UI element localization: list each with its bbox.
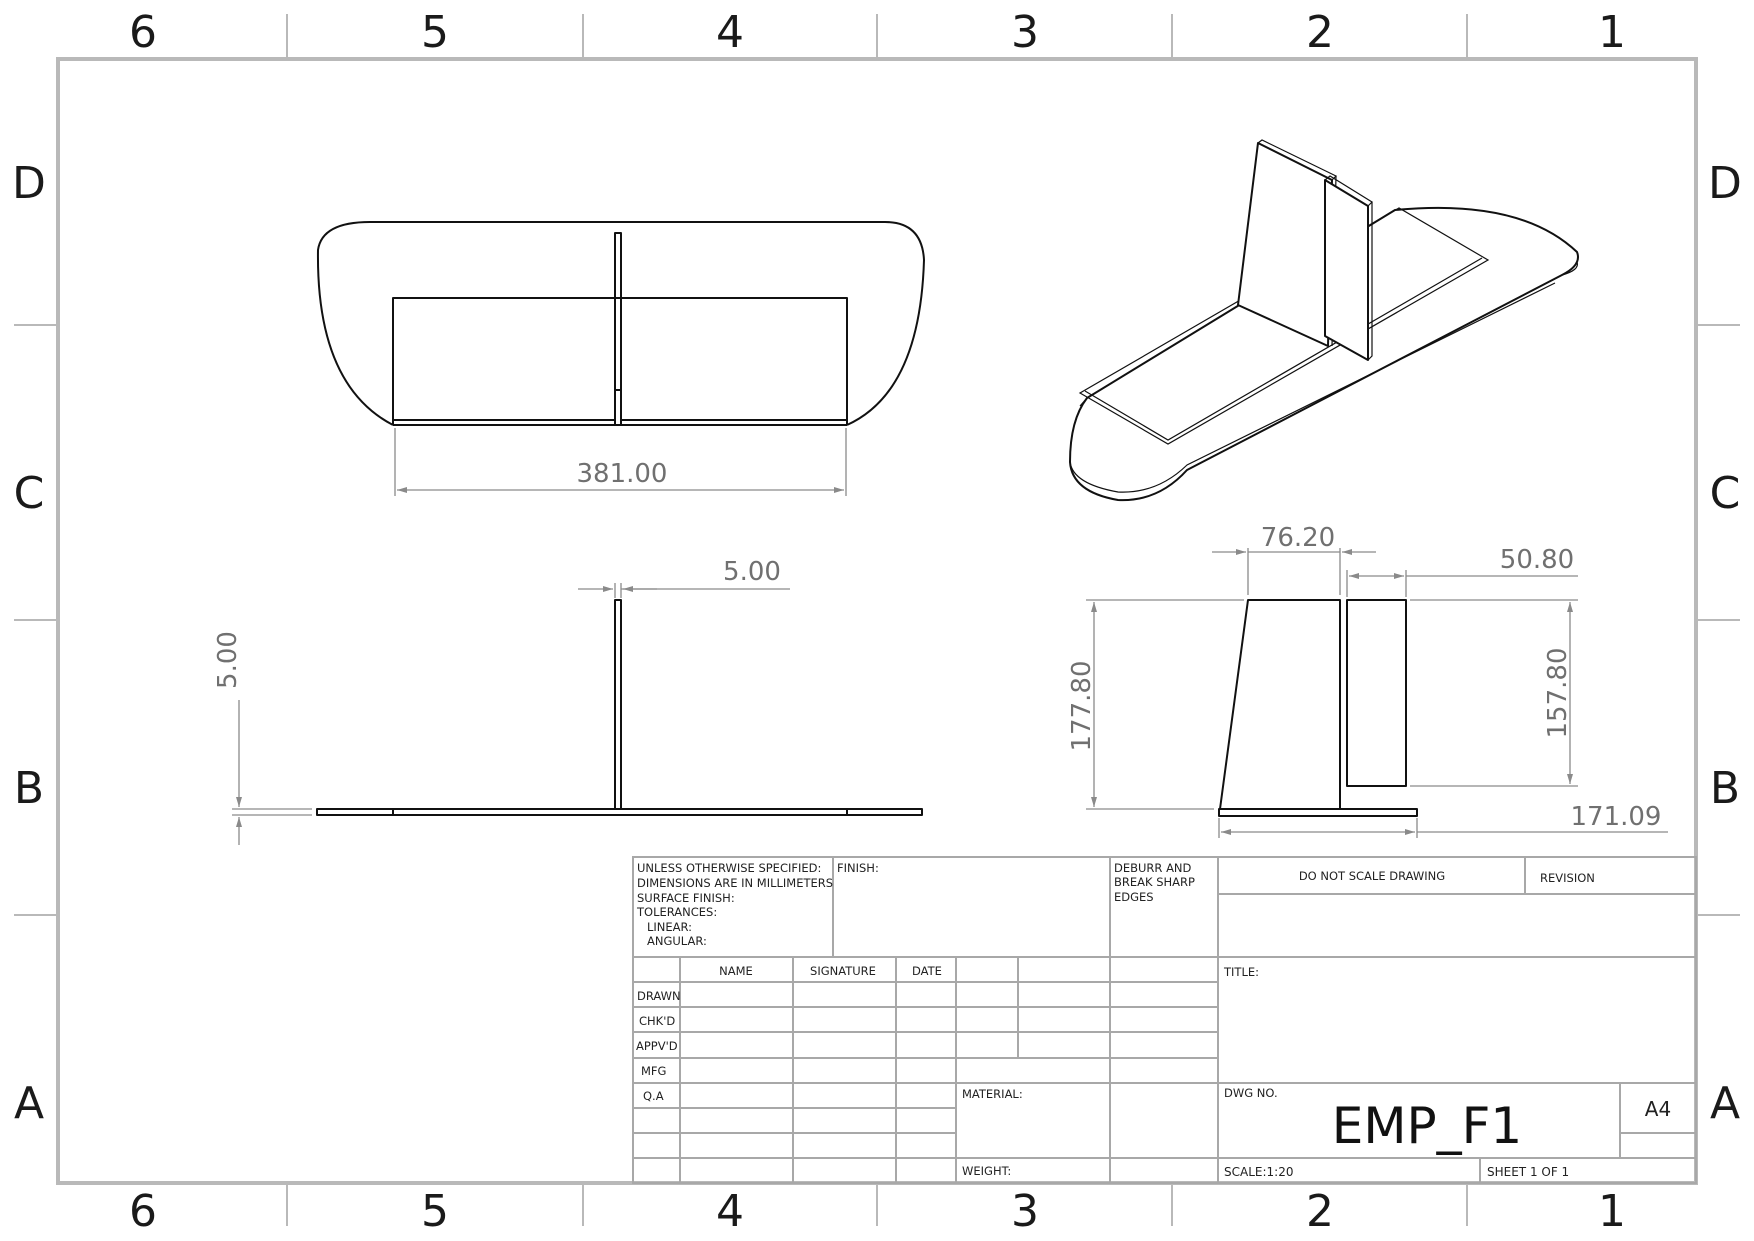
zone-col-label: 4: [716, 7, 744, 58]
header-date: DATE: [912, 964, 942, 978]
notes-line: DIMENSIONS ARE IN MILLIMETERS: [637, 876, 833, 890]
drawing-frame: [56, 57, 1698, 1185]
material-label: MATERIAL:: [962, 1087, 1023, 1101]
zone-col-label: 5: [421, 1186, 449, 1237]
revision-label: REVISION: [1540, 871, 1595, 885]
zone-col-label: 1: [1598, 1186, 1626, 1237]
dim-text: 5.00: [213, 631, 243, 689]
header-name: NAME: [719, 964, 753, 978]
header-signature: SIGNATURE: [810, 964, 876, 978]
zone-row-label: B: [1710, 763, 1740, 814]
zone-row-label: B: [14, 763, 44, 814]
sheet-count: SHEET 1 OF 1: [1487, 1165, 1569, 1179]
notes-line: LINEAR:: [647, 920, 692, 934]
zone-row-label: C: [1710, 468, 1741, 519]
zone-col-label: 4: [716, 1186, 744, 1237]
zone-col-label: 6: [129, 7, 157, 58]
zone-col-label: 6: [129, 1186, 157, 1237]
weight-label: WEIGHT:: [962, 1164, 1011, 1178]
side-view: [1218, 599, 1418, 817]
dim-front-fin-thickness: 5.00: [578, 557, 790, 598]
zone-row-label: A: [1710, 1078, 1740, 1129]
zone-col-label: 2: [1306, 7, 1334, 58]
drawing-number: EMP_F1: [1332, 1097, 1522, 1155]
zone-ticks: [14, 14, 1740, 1226]
title-label: TITLE:: [1223, 965, 1259, 979]
scale-label: SCALE:1:20: [1224, 1165, 1293, 1179]
notes-line: SURFACE FINISH:: [637, 891, 735, 905]
deburr-note: EDGES: [1114, 890, 1154, 904]
deburr-note: DEBURR AND: [1114, 861, 1192, 875]
dim-text: 76.20: [1261, 523, 1335, 553]
zone-row-label: D: [12, 158, 46, 209]
dim-side-total-height: 177.80: [1067, 599, 1244, 810]
dim-side-tip-height: 157.80: [1410, 599, 1578, 787]
dim-side-tip-chord: 50.80: [1346, 545, 1578, 597]
notes-line: TOLERANCES:: [636, 905, 717, 919]
zone-row-label: C: [14, 468, 45, 519]
role-label: Q.A: [643, 1089, 664, 1103]
top-view: [316, 221, 925, 426]
zone-row-label: D: [1708, 158, 1742, 209]
dim-text: 5.00: [723, 557, 781, 587]
dwg-no-label: DWG NO.: [1224, 1086, 1278, 1100]
front-view: [316, 599, 923, 816]
isometric-view: [1069, 139, 1579, 502]
dim-side-root-chord: 76.20: [1212, 523, 1376, 595]
title-block: [632, 856, 1697, 1184]
sheet-size: A4: [1645, 1097, 1671, 1121]
role-label: CHK'D: [639, 1014, 675, 1028]
zone-col-label: 3: [1011, 7, 1039, 58]
role-label: MFG: [641, 1064, 666, 1078]
zone-row-label: A: [14, 1078, 44, 1129]
zone-col-label: 2: [1306, 1186, 1334, 1237]
role-label: APPV'D: [636, 1039, 678, 1053]
dim-text: 177.80: [1067, 661, 1097, 752]
zone-col-label: 5: [421, 7, 449, 58]
deburr-note: BREAK SHARP: [1114, 875, 1195, 889]
role-label: DRAWN: [637, 989, 681, 1003]
zone-col-label: 3: [1011, 1186, 1039, 1237]
dim-side-base-length: 171.09: [1218, 802, 1668, 838]
dim-text: 157.80: [1543, 648, 1573, 739]
dim-top-width: 381.00: [394, 428, 847, 496]
dim-text: 171.09: [1571, 802, 1662, 832]
zone-col-label: 1: [1598, 7, 1626, 58]
notes-line: ANGULAR:: [647, 934, 707, 948]
do-not-scale-note: DO NOT SCALE DRAWING: [1299, 869, 1445, 883]
dim-front-base-thickness: 5.00: [213, 631, 312, 845]
finish-label: FINISH:: [837, 861, 879, 875]
dim-text: 50.80: [1500, 545, 1574, 575]
dim-text: 381.00: [577, 459, 668, 489]
notes-line: UNLESS OTHERWISE SPECIFIED:: [637, 861, 821, 875]
